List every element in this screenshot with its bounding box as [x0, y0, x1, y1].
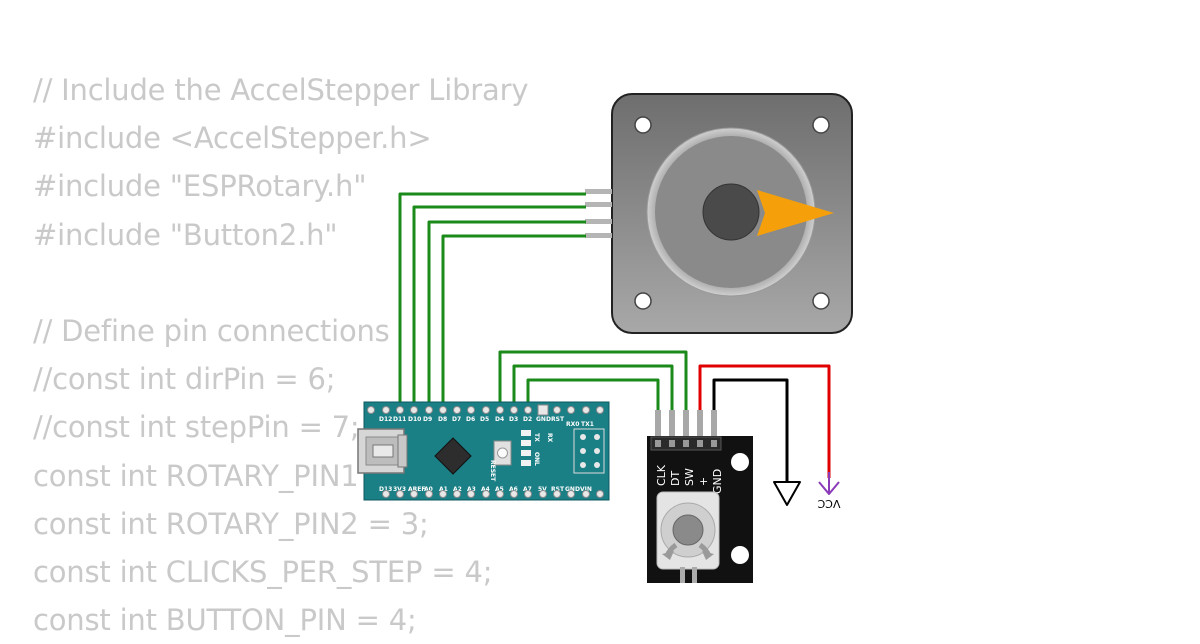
wire-D10-motor[interactable] — [412, 205, 586, 410]
mount-hole — [812, 116, 830, 134]
code-line: #include "Button2.h" — [33, 217, 338, 252]
pin-label: AREF — [408, 486, 425, 493]
svg-text:+: + — [697, 477, 710, 486]
wire-D3-dt[interactable] — [512, 364, 674, 410]
nano-bottom-labels: D13 3V3 AREF A0 A1 A2 A3 A4 A5 A6 A7 5V … — [379, 486, 592, 493]
pin-label: 5V — [538, 486, 547, 493]
wires — [398, 192, 831, 482]
nano-top-header — [367, 404, 604, 416]
pin-label: D4 — [495, 416, 504, 423]
code-line: // Include the AccelStepper Library — [33, 73, 529, 107]
encoder-pin-labels: CLK DT SW + GND — [655, 464, 724, 494]
vcc-label: VCC — [817, 497, 840, 510]
mount-hole — [634, 116, 652, 134]
mount-hole — [634, 292, 652, 310]
pin-label: A5 — [495, 486, 504, 493]
pin-label: A7 — [523, 486, 532, 493]
rotary-encoder[interactable]: CLK DT SW + GND — [647, 410, 753, 583]
code-line: const int ROTARY_PIN2 = 3; — [33, 506, 429, 541]
pin-label: D6 — [466, 416, 475, 423]
shaft-pointer — [757, 190, 834, 236]
svg-text:L: L — [533, 462, 540, 466]
svg-text:DT: DT — [669, 471, 682, 486]
pin-label: D13 — [379, 486, 392, 493]
svg-text:CLK: CLK — [655, 464, 668, 486]
circuit-diagram: D12 D11 D10 D9 D8 D7 D6 D5 D4 D3 D2 GND … — [357, 93, 853, 583]
pin-label: D3 — [509, 416, 518, 423]
svg-text:RX: RX — [546, 433, 553, 443]
nano-top-labels: D12 D11 D10 D9 D8 D7 D6 D5 D4 D3 D2 GND … — [379, 416, 594, 428]
mcu-chip — [434, 437, 472, 475]
pin-label: GND — [536, 416, 551, 423]
icsp-header — [573, 428, 605, 474]
pin-label: D8 — [438, 416, 447, 423]
pin-label: A1 — [439, 486, 448, 493]
wire-D11-motor[interactable] — [398, 192, 586, 410]
stepper-motor[interactable] — [585, 93, 853, 334]
pin-label: A0 — [424, 486, 433, 493]
svg-text:GND: GND — [711, 469, 724, 494]
encoder-knob[interactable] — [656, 491, 720, 583]
wire-D8-motor[interactable] — [441, 234, 586, 410]
pin-label: D7 — [452, 416, 461, 423]
pin-label: RST — [551, 486, 565, 493]
pin-label: RX0 — [566, 421, 579, 428]
arduino-nano[interactable]: D12 D11 D10 D9 D8 D7 D6 D5 D4 D3 D2 GND … — [357, 401, 610, 501]
usb-connector — [357, 428, 408, 474]
nano-bottom-header — [382, 490, 604, 498]
wire-D2-clk[interactable] — [526, 378, 660, 410]
pin-label: GND — [565, 486, 580, 493]
pin-label: D11 — [393, 416, 406, 423]
pin-label: 3V3 — [393, 486, 406, 493]
mount-hole — [731, 546, 749, 564]
mount-hole — [731, 453, 749, 471]
pin-label: A2 — [453, 486, 462, 493]
code-line: //const int stepPin = 7; — [33, 410, 360, 445]
svg-text:TX: TX — [533, 433, 540, 442]
pin-label: D9 — [423, 416, 432, 423]
code-line: #include "ESPRotary.h" — [33, 169, 367, 204]
wire-D9-motor[interactable] — [427, 220, 586, 410]
encoder-header — [650, 436, 722, 451]
reset-label: RESET — [489, 460, 496, 482]
code-line: #include <AccelStepper.h> — [33, 121, 432, 156]
svg-text:ON: ON — [533, 452, 540, 462]
svg-text:SW: SW — [683, 468, 696, 486]
motor-pins — [585, 189, 612, 238]
pin-label: D12 — [379, 416, 392, 423]
code-line: const int CLICKS_PER_STEP = 4; — [33, 554, 493, 589]
pin-label: A6 — [509, 486, 518, 493]
pin-label: D10 — [408, 416, 421, 423]
pin-label: TX1 — [581, 421, 594, 428]
wire-vcc[interactable] — [698, 364, 831, 478]
pin-label: A4 — [481, 486, 490, 493]
pin-label: VIN — [580, 486, 592, 493]
status-leds: TX RX ON L — [521, 430, 553, 466]
pin-label: RST — [551, 416, 565, 423]
pin-label: D2 — [523, 416, 532, 423]
wire-D4-sw[interactable] — [498, 350, 688, 410]
reset-button[interactable]: RESET — [489, 440, 512, 482]
mount-hole — [812, 292, 830, 310]
wire-gnd[interactable] — [712, 378, 789, 482]
encoder-pins — [655, 410, 717, 438]
vcc-symbol: VCC — [817, 472, 840, 510]
ground-symbol — [773, 481, 801, 506]
pin-label: D5 — [480, 416, 489, 423]
code-line: // Define pin connections — [33, 313, 390, 348]
pin-label: A3 — [467, 486, 476, 493]
code-line: //const int dirPin = 6; — [33, 362, 336, 397]
